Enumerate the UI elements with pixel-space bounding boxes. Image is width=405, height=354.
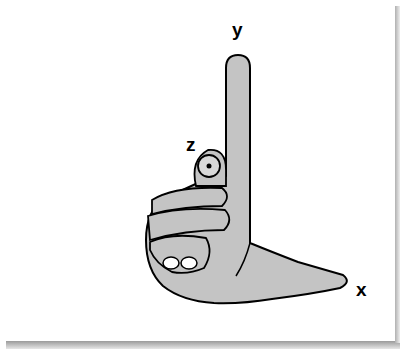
frame-shadow — [395, 6, 400, 343]
hand-palm — [146, 55, 347, 303]
axis-label: z — [186, 135, 196, 154]
z-axis-dot — [207, 164, 212, 169]
thumb-crease — [236, 243, 250, 276]
frame-shadow — [6, 341, 400, 349]
middle-finger — [195, 150, 227, 186]
axis-label: x — [356, 280, 367, 299]
axis-label: y — [232, 20, 243, 39]
fingertip-circle — [198, 155, 220, 177]
folded-finger — [150, 236, 210, 273]
fingernail — [181, 257, 197, 269]
fingernail — [163, 257, 179, 269]
